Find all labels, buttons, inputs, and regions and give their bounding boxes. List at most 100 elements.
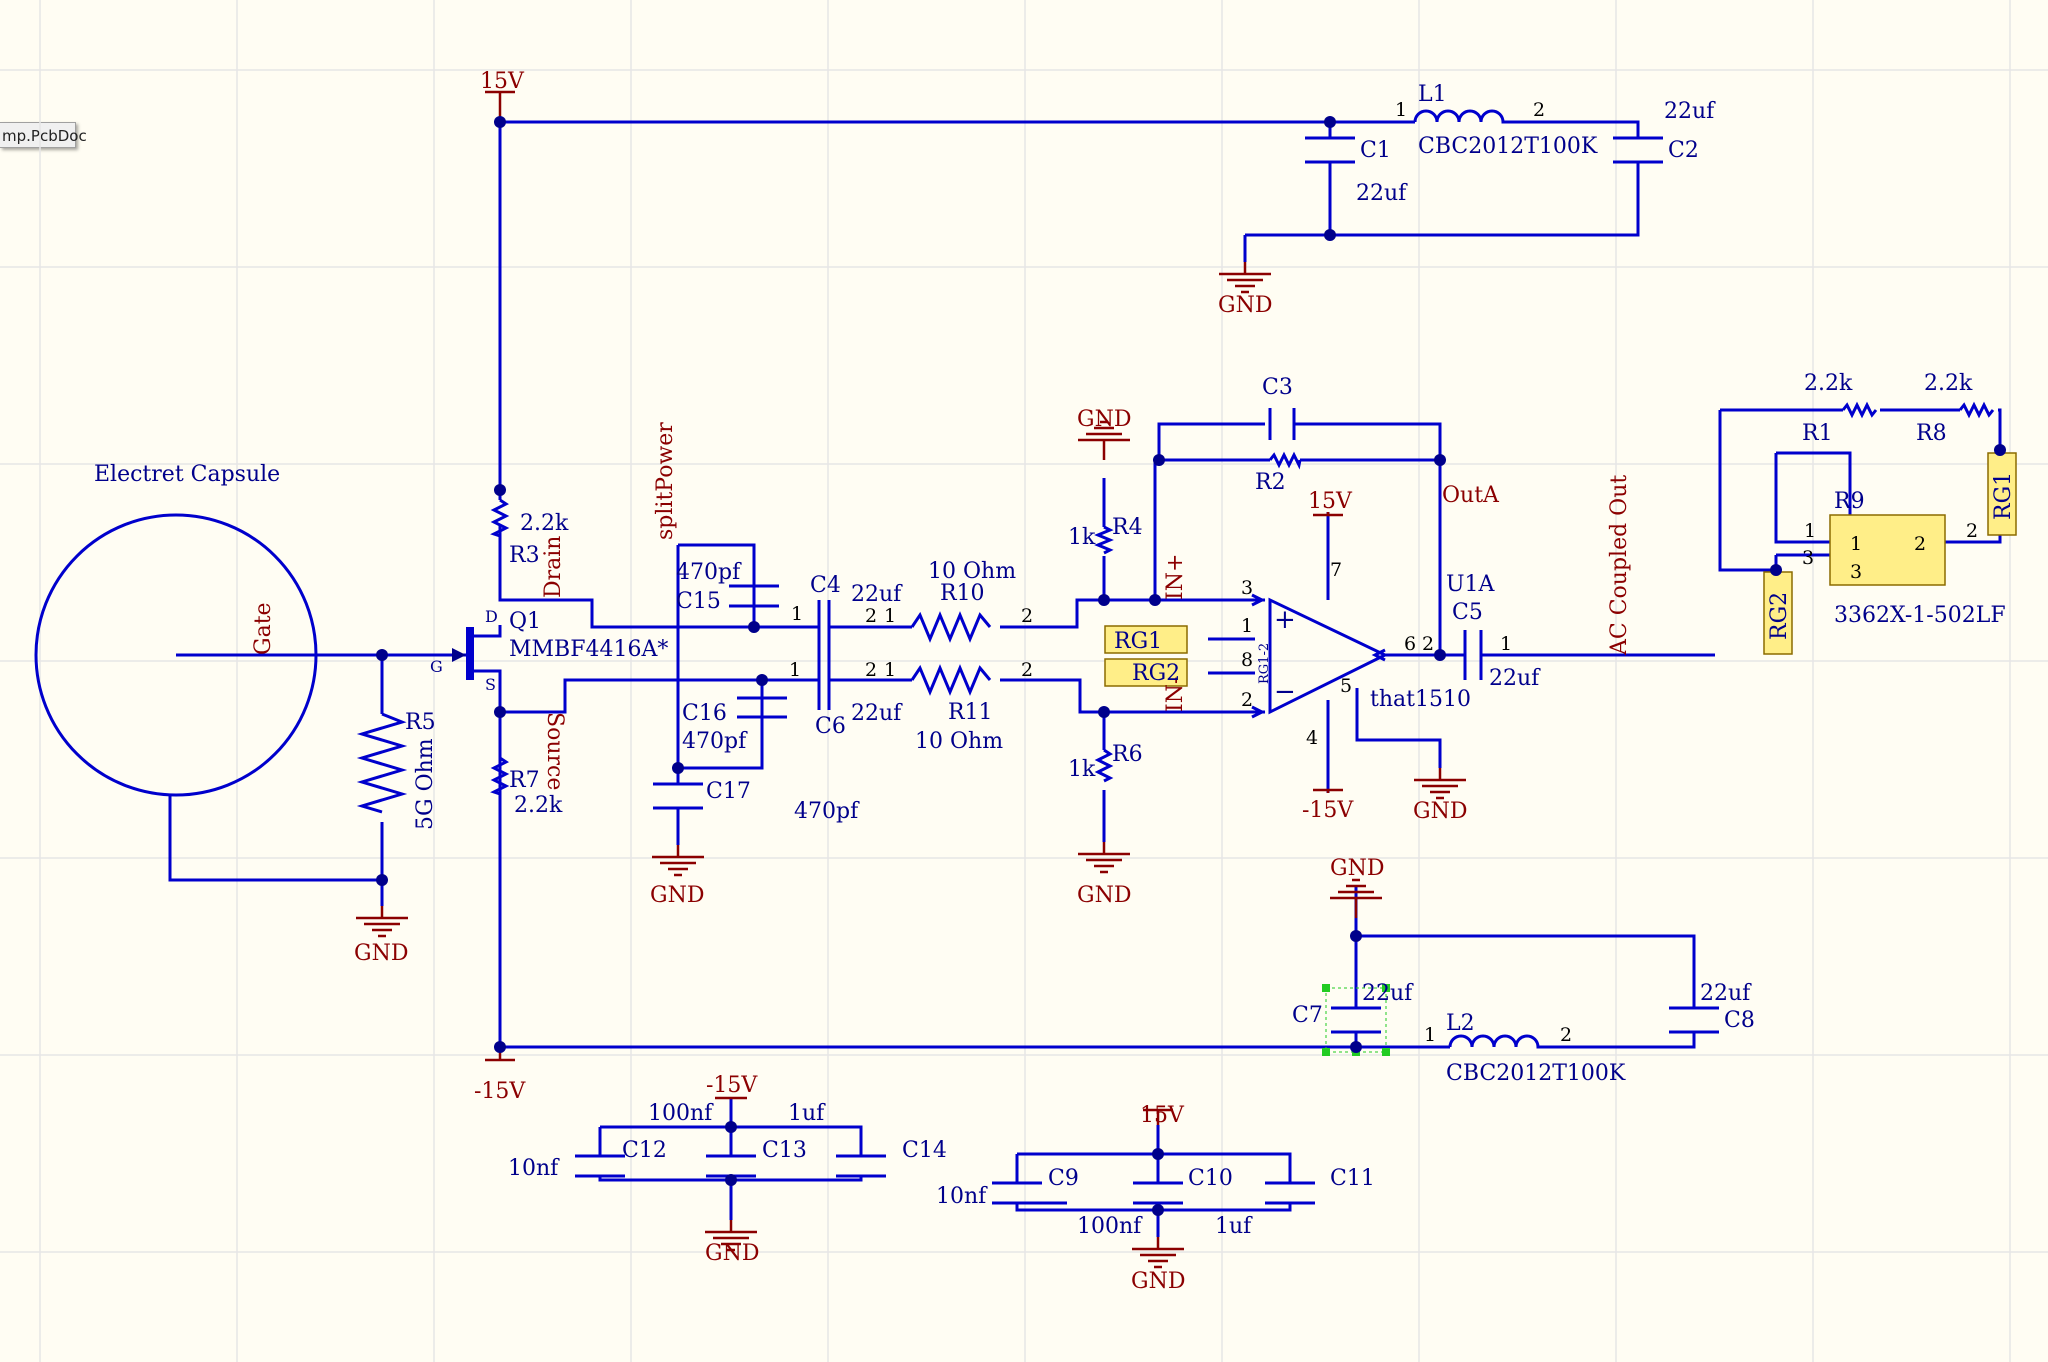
n15-label-left: -15V (474, 1079, 526, 1104)
r5-val: 5G Ohm (413, 738, 438, 830)
r8-symbol[interactable] (1958, 401, 1995, 419)
r3-val: 2.2k (520, 511, 569, 536)
c5-ref: C5 (1452, 600, 1483, 625)
gnd-top-c1-label: GND (1218, 293, 1272, 318)
u1-pin-6: 6 (1404, 633, 1416, 655)
gnd-bypass-right-symbol (1132, 1237, 1184, 1269)
l2-ref: L2 (1446, 1011, 1475, 1036)
q1-pin-d: D (485, 607, 498, 626)
l1-symbol[interactable] (1413, 109, 1505, 124)
p15-label-opamp: 15V (1308, 489, 1353, 514)
r9-trimpot-symbol[interactable] (1829, 514, 1946, 586)
electret-capsule-symbol[interactable] (34, 513, 318, 797)
capsule-label: Electret Capsule (94, 462, 280, 487)
r10-pin-1: 1 (884, 605, 896, 627)
c4-ref: C4 (810, 573, 841, 598)
gnd-r5-symbol (356, 906, 408, 938)
c7-val: 22uf (1362, 981, 1414, 1006)
u1a-opamp-symbol[interactable] (1251, 593, 1389, 719)
c14-ref: C14 (902, 1138, 947, 1163)
u1-pin-2: 2 (1241, 689, 1253, 711)
u1-pin-8: 8 (1241, 649, 1253, 671)
c12-ref: C12 (622, 1138, 667, 1163)
r7-symbol[interactable] (490, 756, 510, 796)
c4-pin-1: 1 (791, 603, 803, 625)
l1-ref: L1 (1418, 82, 1447, 107)
l2-symbol[interactable] (1448, 1034, 1540, 1049)
u1-pin-4: 4 (1306, 727, 1318, 749)
u1a-part: that1510 (1370, 687, 1471, 712)
c5-pin-2: 2 (1422, 633, 1434, 655)
c16-ref: C16 (682, 701, 727, 726)
components (34, 109, 2017, 1216)
c10-val: 100nf (1077, 1214, 1143, 1239)
c14-val: 1uf (788, 1101, 826, 1126)
gnd-bypass-left-label: GND (705, 1241, 759, 1266)
r9-pin-1b: 1 (1850, 533, 1862, 555)
c1-ref: C1 (1360, 138, 1391, 163)
r10-symbol[interactable] (910, 611, 992, 643)
rg1-port-tag[interactable] (1104, 625, 1188, 654)
gnd-c7-symbol (1330, 878, 1382, 918)
r8-val: 2.2k (1924, 371, 1973, 396)
c10-ref: C10 (1188, 1166, 1233, 1191)
r11-pin-2: 2 (1021, 659, 1033, 681)
l2-pin-1: 1 (1424, 1024, 1436, 1046)
in-plus-net-label: IN+ (1163, 554, 1188, 600)
gnd-c17-symbol (652, 845, 704, 877)
gnd-bypass-right-label: GND (1131, 1269, 1185, 1294)
r6-symbol[interactable] (1094, 748, 1114, 783)
q1-pin-g: G (430, 657, 443, 676)
r3-symbol[interactable] (490, 498, 510, 538)
n15-label-bypass: -15V (706, 1073, 758, 1098)
rg2-port-tag[interactable] (1104, 658, 1188, 687)
q1-pin-s: S (485, 675, 496, 694)
r6-val: 1k (1068, 757, 1096, 782)
c5-pin-1: 1 (1500, 633, 1512, 655)
gnd-r6-symbol (1078, 842, 1130, 874)
c2-val: 22uf (1664, 99, 1716, 124)
r2-symbol[interactable] (1268, 451, 1302, 470)
r4-symbol[interactable] (1094, 525, 1114, 555)
opamp-minus-sign: − (1274, 677, 1296, 707)
capacitor-symbols[interactable] (575, 136, 1719, 1205)
u1-pin-1: 1 (1241, 615, 1253, 637)
c13-ref: C13 (762, 1138, 807, 1163)
r9-pin-3b: 3 (1850, 561, 1862, 583)
pcb-document-tab[interactable]: mp.PcbDoc (0, 122, 87, 148)
r6-ref: R6 (1112, 742, 1143, 767)
splitpower-net-label: splitPower (653, 422, 678, 540)
c13-val: 100nf (648, 1101, 714, 1126)
u1-pin-3: 3 (1241, 577, 1253, 599)
r4-val: 1k (1068, 525, 1096, 550)
gnd-opamp-label: GND (1413, 799, 1467, 824)
gnd-top-c1-symbol (1219, 262, 1271, 294)
labels: Electret Capsule Gate Drain Source split… (94, 69, 2016, 1239)
u1a-inner-label: RG1-2 (1257, 643, 1272, 684)
l2-pin-2: 2 (1560, 1024, 1572, 1046)
r11-symbol[interactable] (910, 664, 992, 696)
c2-ref: C2 (1668, 138, 1699, 163)
r5-symbol[interactable] (356, 712, 408, 814)
gate-net-label: Gate (251, 602, 276, 655)
l1-pin-2: 2 (1533, 99, 1545, 121)
l1-pin-1: 1 (1395, 99, 1407, 121)
rg2-right-port-label: RG2 (1767, 592, 1792, 640)
r9-pin-3a: 3 (1802, 547, 1814, 569)
r7-ref: R7 (509, 768, 540, 793)
c6-pin-1: 1 (789, 659, 801, 681)
c6-ref: C6 (815, 714, 846, 739)
l1-part: CBC2012T100K (1418, 134, 1598, 159)
c17-ref: C17 (706, 779, 751, 804)
r1-symbol[interactable] (1841, 401, 1878, 419)
q1-ref: Q1 (509, 609, 541, 634)
c8-ref: C8 (1724, 1008, 1755, 1033)
r11-val: 10 Ohm (915, 729, 1003, 754)
rg1-right-port-tag[interactable] (1987, 452, 2017, 536)
l2-part: CBC2012T100K (1446, 1061, 1626, 1086)
p15-label-bypass: 15V (1140, 1103, 1185, 1128)
q1-jfet-symbol[interactable] (438, 625, 502, 712)
c15-val: 470pf (676, 560, 742, 585)
c9-ref: C9 (1048, 1166, 1079, 1191)
